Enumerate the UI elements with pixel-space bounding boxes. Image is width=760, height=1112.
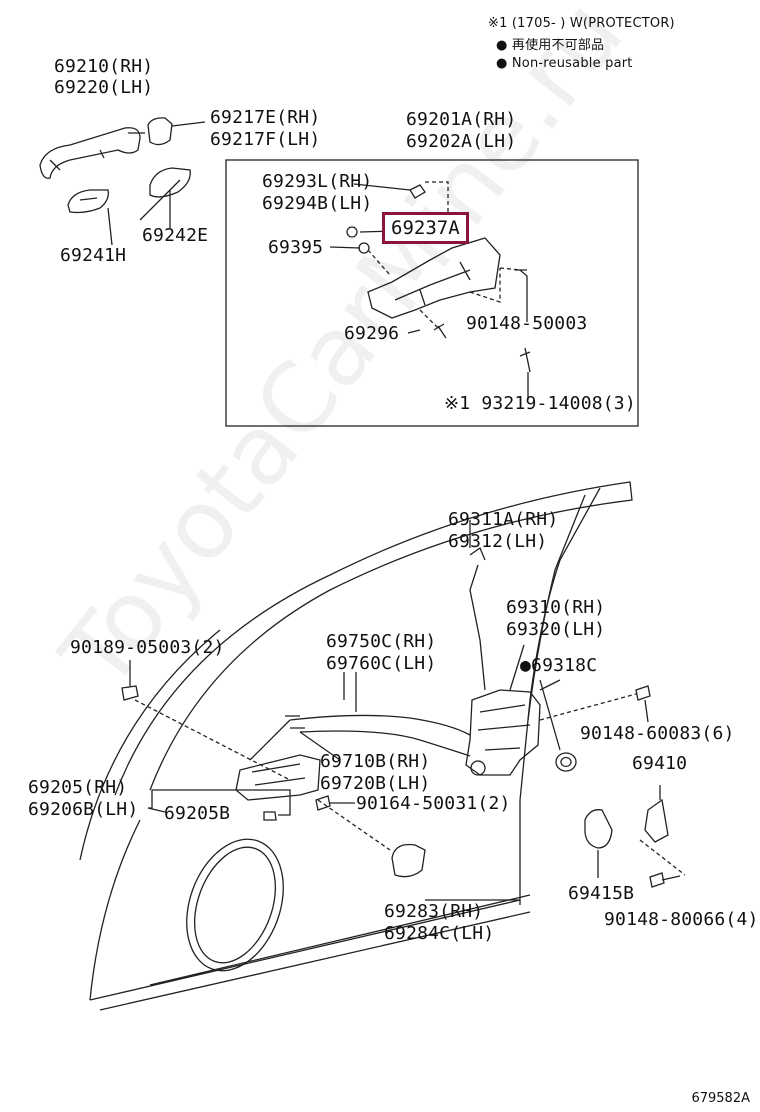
handle-pad-shape — [149, 167, 191, 198]
part-label-69206b[interactable]: 69206B(LH) — [28, 799, 139, 820]
part-label-69294b[interactable]: 69294B(LH) — [262, 193, 373, 214]
handle-frame-shape — [367, 237, 501, 319]
diagram-code: 679582A — [691, 1091, 750, 1106]
outside-handle-shape — [39, 127, 141, 179]
part-label-69217f[interactable]: 69217F(LH) — [210, 129, 321, 150]
part-label-69202a[interactable]: 69202A(LH) — [406, 131, 517, 152]
part-label-69210[interactable]: 69210(RH) — [54, 56, 154, 77]
handle-cap-shape — [147, 117, 173, 146]
assembly-box — [225, 159, 639, 427]
part-label-69284c[interactable]: 69284C(LH) — [384, 923, 495, 944]
part-label-69320[interactable]: 69320(LH) — [506, 619, 606, 640]
inside-handle-shape — [235, 754, 321, 801]
part-label-69241h[interactable]: 69241H — [60, 245, 127, 266]
part-label-93219[interactable]: ※1 93219-14008(3) — [444, 393, 636, 414]
door-outline — [114, 481, 633, 796]
part-label-69205[interactable]: 69205(RH) — [28, 777, 128, 798]
part-label-90148-50003[interactable]: 90148-50003 — [466, 313, 588, 334]
part-label-69283[interactable]: 69283(RH) — [384, 901, 484, 922]
door-lock-shape — [465, 689, 541, 776]
part-label-69310[interactable]: 69310(RH) — [506, 597, 606, 618]
part-label-69237a-highlighted[interactable]: 69237A — [382, 212, 469, 244]
non-reusable-note-en: ● Non-reusable part — [496, 56, 633, 71]
handle-gasket-shape — [67, 189, 109, 214]
part-label-69201a[interactable]: 69201A(RH) — [406, 109, 517, 130]
speaker-opening — [186, 838, 284, 972]
part-label-69750c[interactable]: 69750C(RH) — [326, 631, 437, 652]
part-label-90148-60083[interactable]: 90148-60083(6) — [580, 723, 735, 744]
non-reusable-note-jp: ● 再使用不可部品 — [496, 38, 605, 53]
control-cable — [289, 714, 471, 736]
part-label-69312[interactable]: 69312(LH) — [448, 531, 548, 552]
part-label-69318c[interactable]: ●69318C — [520, 655, 598, 676]
part-label-69242e[interactable]: 69242E — [142, 225, 209, 246]
door-striker-shape — [644, 798, 669, 843]
part-label-69311a[interactable]: 69311A(RH) — [448, 509, 559, 530]
part-label-90189[interactable]: 90189-05003(2) — [70, 637, 225, 658]
part-label-69296[interactable]: 69296 — [344, 323, 400, 344]
handle-bezel-shape — [391, 843, 426, 878]
lock-rod — [469, 564, 486, 691]
striker-cover-shape — [584, 809, 613, 849]
protector-note: ※1 (1705- ) W(PROTECTOR) — [488, 16, 675, 31]
part-label-69220[interactable]: 69220(LH) — [54, 77, 154, 98]
part-label-90164[interactable]: 90164-50031(2) — [356, 793, 511, 814]
part-label-69293l[interactable]: 69293L(RH) — [262, 171, 373, 192]
part-label-69720b[interactable]: 69720B(LH) — [320, 773, 431, 794]
part-label-69415b[interactable]: 69415B — [568, 883, 635, 904]
part-label-69760c[interactable]: 69760C(LH) — [326, 653, 437, 674]
part-label-69410[interactable]: 69410 — [632, 753, 688, 774]
part-label-69710b[interactable]: 69710B(RH) — [320, 751, 431, 772]
part-label-69205b[interactable]: 69205B — [164, 803, 231, 824]
part-label-90148-80066[interactable]: 90148-80066(4) — [604, 909, 759, 930]
part-label-69217e[interactable]: 69217E(RH) — [210, 107, 321, 128]
part-label-69395[interactable]: 69395 — [268, 237, 324, 258]
